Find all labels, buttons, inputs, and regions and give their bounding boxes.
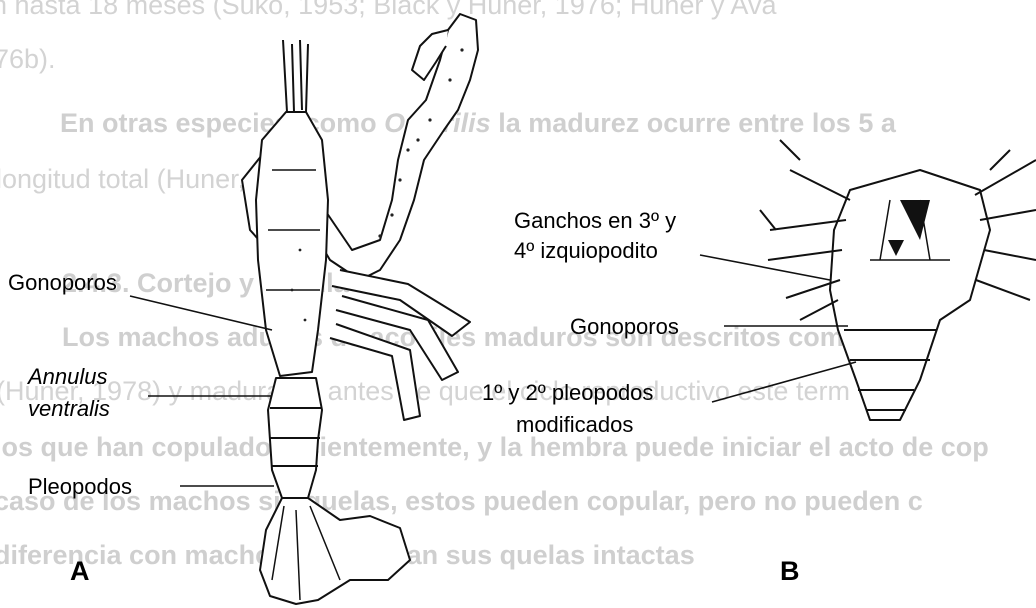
figure-letter-b: B	[780, 556, 800, 587]
label-pleopodos-b-1: 1º y 2º pleopodos	[482, 380, 653, 406]
label-ganchos-1: Ganchos en 3º y	[514, 208, 676, 234]
label-gonoporos-a: Gonoporos	[8, 270, 117, 296]
figure-letter-a: A	[70, 556, 90, 587]
label-pleopodos-b-2: modificados	[516, 412, 633, 438]
label-ganchos-2: 4º izquiopodito	[514, 238, 658, 264]
label-gonoporos-b: Gonoporos	[570, 314, 679, 340]
label-pleopodos-a: Pleopodos	[28, 474, 132, 500]
label-annulus-1: Annulus	[28, 364, 108, 390]
label-annulus-2: ventralis	[28, 396, 110, 422]
